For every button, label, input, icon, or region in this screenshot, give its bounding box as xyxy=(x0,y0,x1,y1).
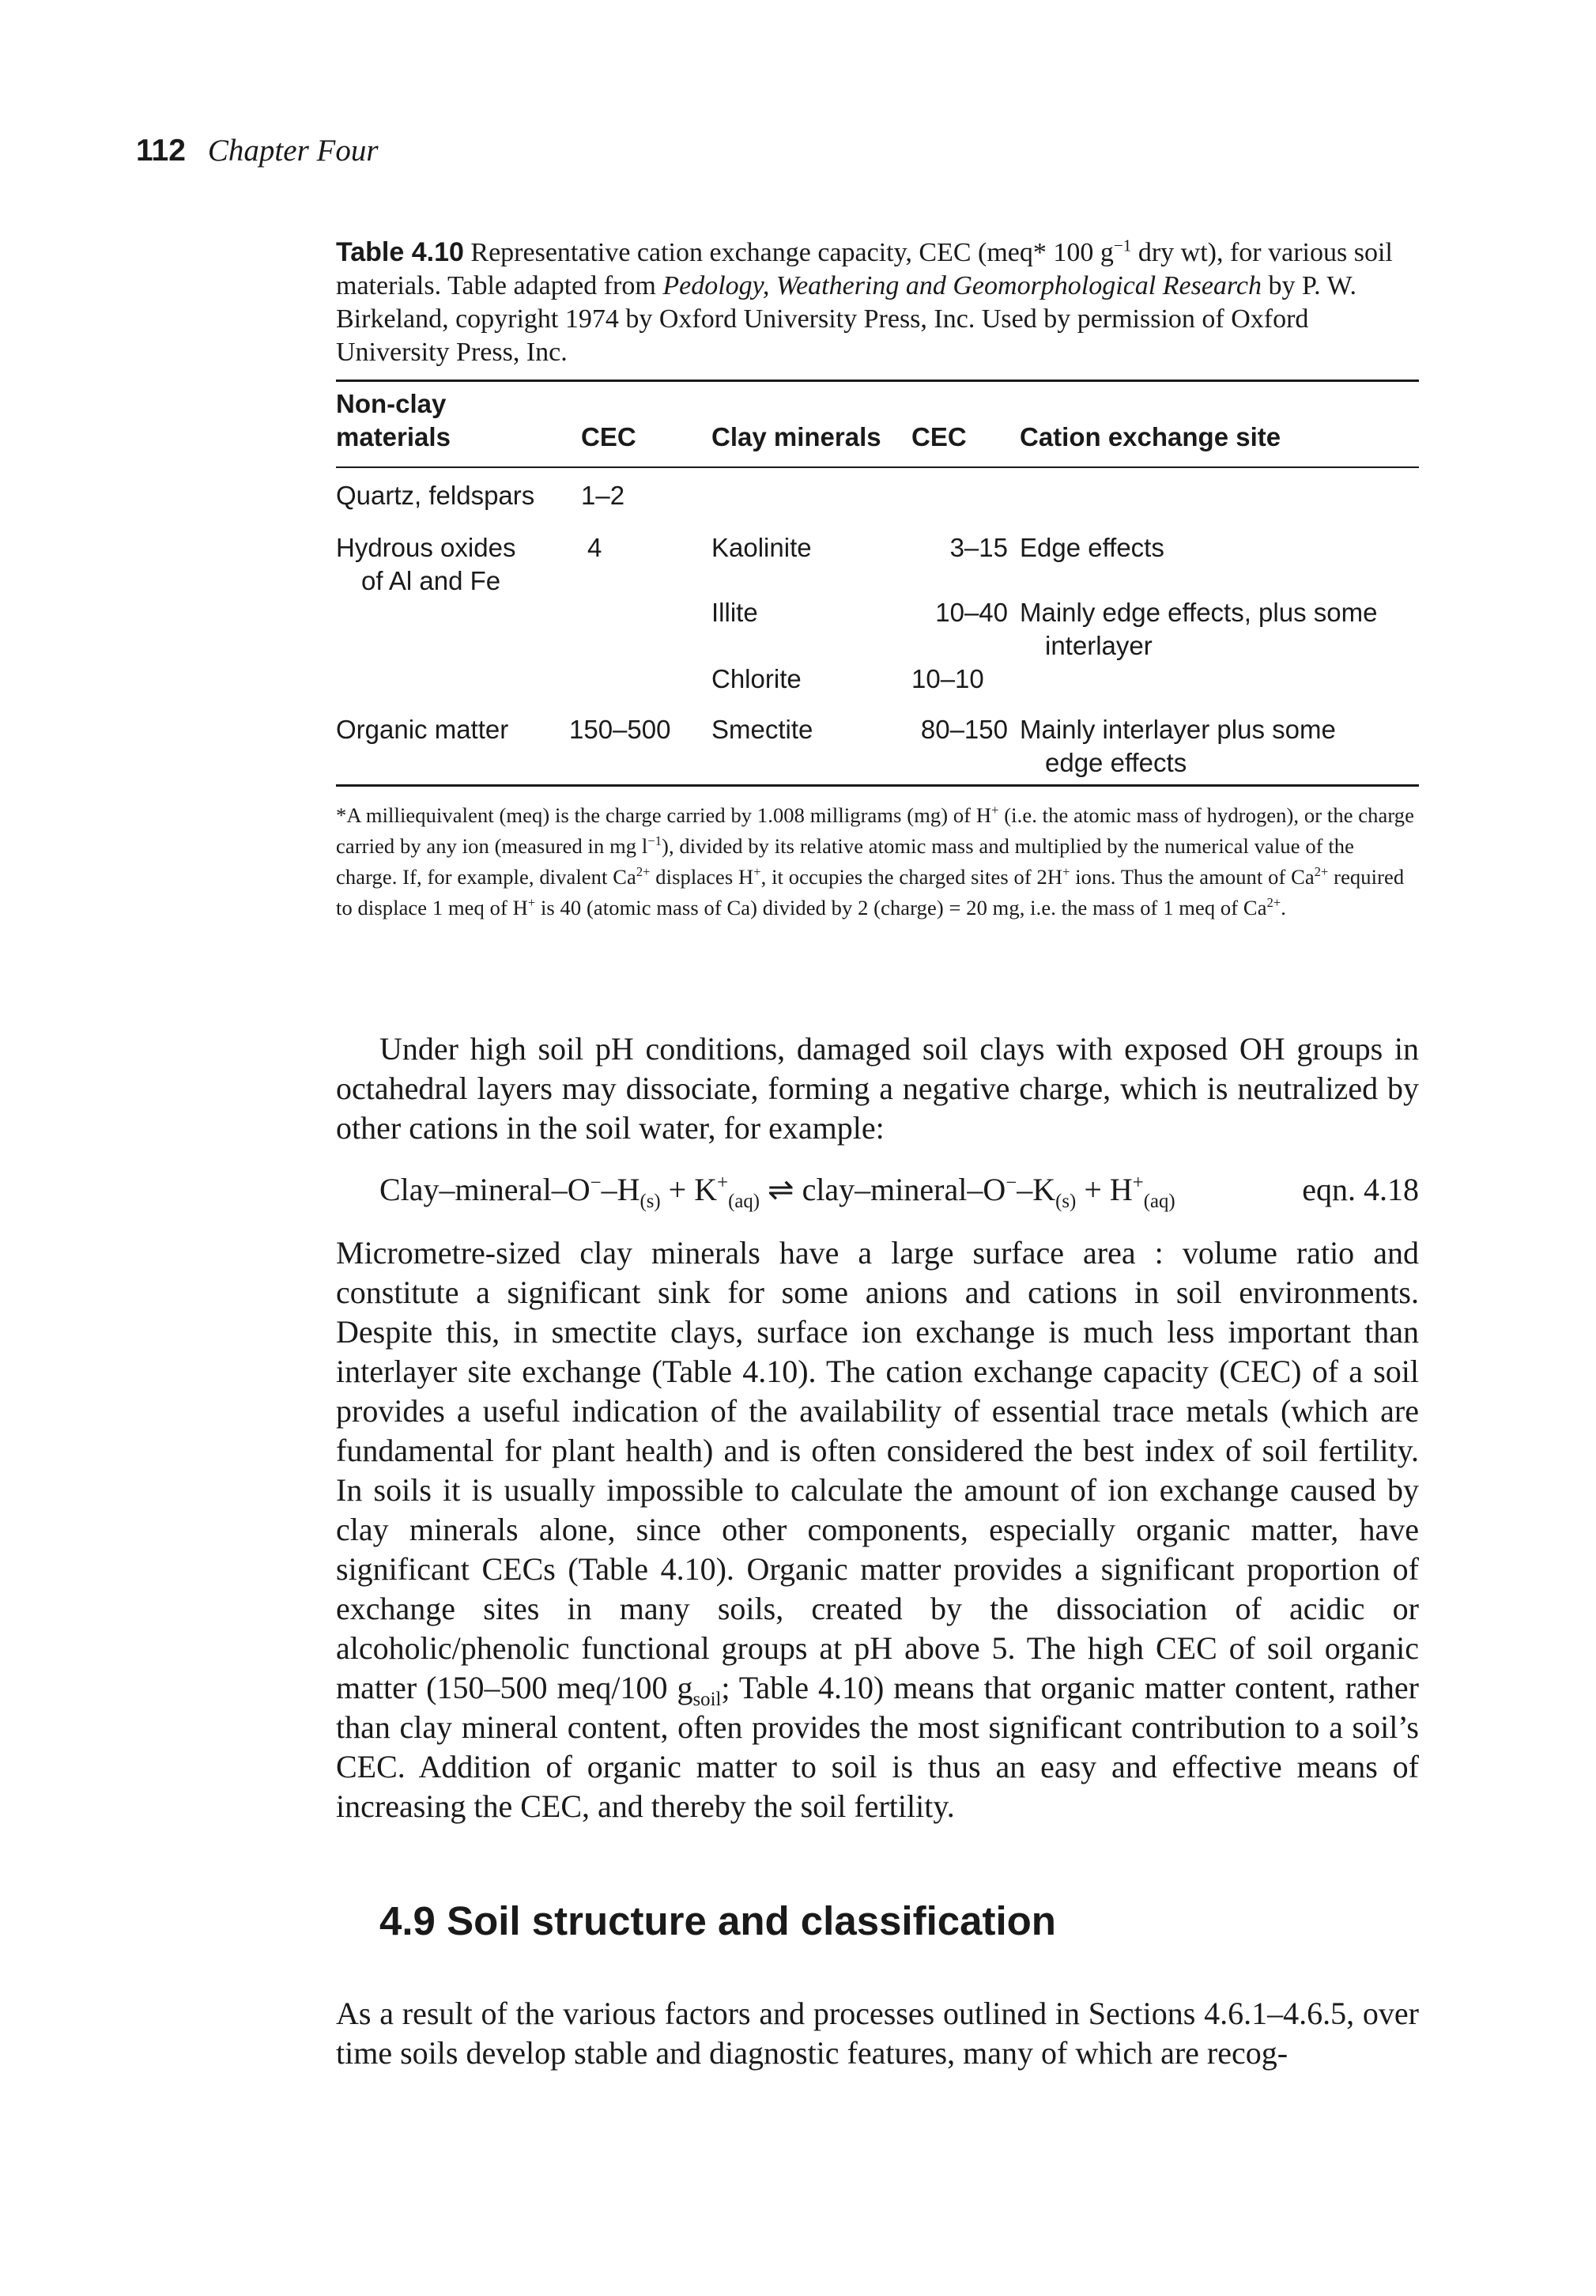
table-header-rule xyxy=(336,466,1419,468)
header-nonclay: Non-clay materials xyxy=(336,389,451,451)
equation-4-18: Clay–mineral–O−–H(s) + K+(aq) ⇌ clay–min… xyxy=(379,1172,1419,1212)
table-bottom-rule xyxy=(336,784,1419,787)
cell-illite: Illite xyxy=(711,598,758,627)
paragraph-2: Micrometre-sized clay minerals have a la… xyxy=(336,1235,1419,1824)
cell-kaolinite-site: Edge effects xyxy=(1020,533,1164,562)
cell-organic-cec: 150–500 xyxy=(569,715,671,744)
header-cec-clay: CEC xyxy=(911,422,967,451)
cell-kaolinite: Kaolinite xyxy=(711,533,812,562)
cell-smectite-cec: 80–150 xyxy=(920,715,1008,744)
cell-kaolinite-cec: 3–15 xyxy=(949,533,1008,562)
cell-chlorite: Chlorite xyxy=(711,664,802,693)
cell-smectite-site: Mainly interlayer plus some edge effects xyxy=(1020,715,1336,777)
cell-quartz: Quartz, feldspars xyxy=(336,481,535,510)
cell-illite-cec: 10–40 xyxy=(935,598,1008,627)
cell-hydrous-oxides: Hydrous oxides of Al and Fe xyxy=(336,533,516,595)
paragraph-3: As a result of the various factors and p… xyxy=(336,1996,1419,2071)
running-head: 112 Chapter Four xyxy=(136,133,379,168)
chapter-title: Chapter Four xyxy=(207,134,379,168)
cell-smectite: Smectite xyxy=(711,715,813,744)
header-cec-nonclay: CEC xyxy=(581,422,636,451)
table-top-rule xyxy=(336,380,1419,382)
paragraph-1: Under high soil pH conditions, damaged s… xyxy=(336,1031,1419,1146)
cell-illite-site: Mainly edge effects, plus some interlaye… xyxy=(1020,598,1378,660)
header-clay-minerals: Clay minerals xyxy=(711,422,881,451)
table-caption: Table 4.10 Representative cation exchang… xyxy=(336,236,1393,367)
header-exchange-site: Cation exchange site xyxy=(1020,422,1281,451)
cell-organic-matter: Organic matter xyxy=(336,715,509,744)
cell-quartz-cec: 1–2 xyxy=(581,481,625,510)
table-label: Table 4.10 xyxy=(336,237,464,267)
source-title: Pedology, Weathering and Geomorphologica… xyxy=(662,271,1262,300)
section-heading: 4.9 Soil structure and classification xyxy=(379,1898,1056,1943)
cell-chlorite-cec: 10–10 xyxy=(911,664,984,693)
page-number: 112 xyxy=(136,134,186,168)
equation-number: eqn. 4.18 xyxy=(1302,1172,1419,1207)
table-footnote: *A milliequivalent (meq) is the charge c… xyxy=(336,802,1415,920)
cell-hydrous-cec: 4 xyxy=(587,533,602,562)
